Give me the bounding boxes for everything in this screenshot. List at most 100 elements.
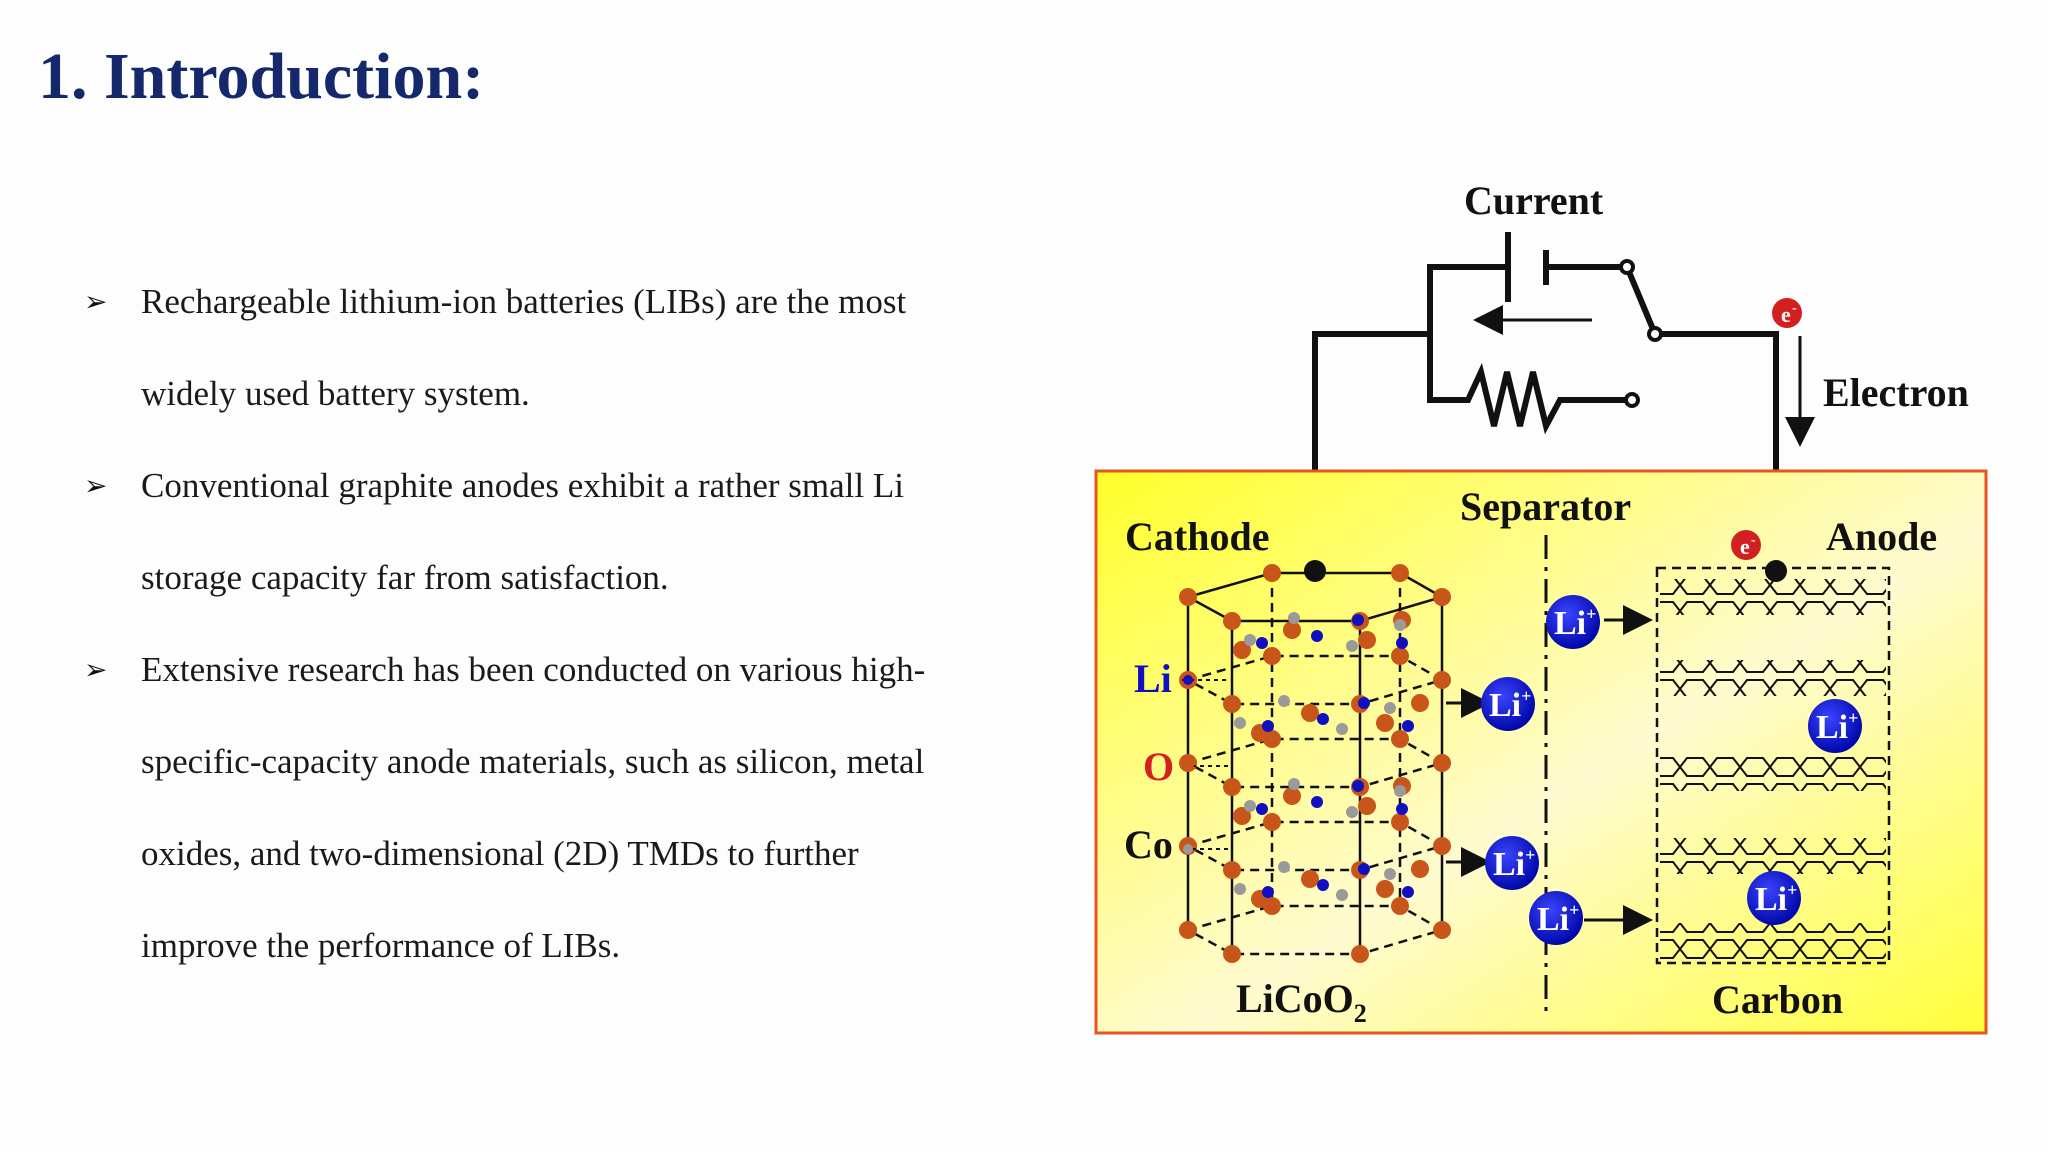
- bullet-text: Rechargeable lithium-ion batteries (LIBs…: [141, 282, 907, 413]
- lithium-atom: [1402, 720, 1414, 732]
- lithium-ion-icon: Li+: [1546, 595, 1600, 649]
- oxygen-atom: [1433, 588, 1451, 606]
- anode-label: Anode: [1826, 514, 1937, 559]
- oxygen-atom: [1263, 813, 1281, 831]
- bullet-text: Extensive research has been conducted on…: [141, 650, 926, 965]
- svg-text:e: e: [1781, 302, 1791, 327]
- cobalt-atom: [1234, 717, 1246, 729]
- licoo2-lattice: [1179, 564, 1451, 963]
- lithium-atom: [1396, 803, 1408, 815]
- oxygen-atom: [1351, 945, 1369, 963]
- oxygen-atom: [1223, 612, 1241, 630]
- oxygen-atom: [1433, 837, 1451, 855]
- anode-terminal: [1765, 560, 1787, 582]
- oxygen-atom: [1223, 861, 1241, 879]
- lithium-ion-icon: Li+: [1747, 871, 1801, 925]
- oxygen-atom: [1283, 621, 1301, 639]
- bullet-list: ➢ Rechargeable lithium-ion batteries (LI…: [84, 256, 964, 992]
- graphite-layer: [1660, 579, 1886, 615]
- oxygen-legend-label: O: [1143, 744, 1174, 789]
- cobalt-atom: [1394, 619, 1406, 631]
- cobalt-atom: [1346, 640, 1358, 652]
- oxygen-atom: [1223, 778, 1241, 796]
- lithium-ion-icon: Li+: [1808, 699, 1862, 753]
- lithium-atoms: [1256, 614, 1414, 898]
- cobalt-atom: [1394, 785, 1406, 797]
- lithium-atom: [1262, 720, 1274, 732]
- oxygen-atom: [1263, 730, 1281, 748]
- anode-material-label: Carbon: [1712, 977, 1843, 1022]
- svg-text:Li+: Li+: [1554, 604, 1596, 642]
- graphite-layer: [1660, 838, 1886, 874]
- oxygen-atom: [1301, 704, 1319, 722]
- oxygen-atom: [1433, 671, 1451, 689]
- oxygen-atom: [1411, 694, 1429, 712]
- cobalt-legend-label: Co: [1124, 822, 1173, 867]
- svg-text:Li+: Li+: [1493, 845, 1535, 883]
- switch-contacts: [1619, 259, 1663, 408]
- lithium-ion-icon: Li+: [1529, 891, 1583, 945]
- electron-icon: e -: [1731, 530, 1761, 560]
- cobalt-atom: [1278, 861, 1290, 873]
- oxygen-atom: [1433, 921, 1451, 939]
- current-label: Current: [1464, 178, 1604, 223]
- oxygen-atom: [1391, 897, 1409, 915]
- electron-label: Electron: [1823, 370, 1969, 415]
- bullet-text: Conventional graphite anodes exhibit a r…: [141, 466, 904, 597]
- svg-text:e: e: [1740, 534, 1750, 559]
- electron-icon: e -: [1772, 298, 1802, 328]
- oxygen-atom: [1391, 647, 1409, 665]
- oxygen-atom: [1179, 588, 1197, 606]
- lithium-atom: [1262, 886, 1274, 898]
- svg-text:Li+: Li+: [1755, 880, 1797, 918]
- svg-text:Li+: Li+: [1537, 900, 1579, 938]
- cobalt-atom: [1384, 702, 1396, 714]
- bullet-item: ➢ Extensive research has been conducted …: [84, 624, 964, 992]
- oxygen-atom: [1358, 631, 1376, 649]
- oxygen-atom: [1263, 647, 1281, 665]
- cobalt-atom: [1288, 612, 1300, 624]
- oxygen-atom: [1391, 813, 1409, 831]
- arrow-bullet-icon: ➢: [84, 469, 108, 502]
- oxygen-atom: [1233, 807, 1251, 825]
- cobalt-atom: [1346, 806, 1358, 818]
- lithium-atom: [1402, 886, 1414, 898]
- bullet-item: ➢ Rechargeable lithium-ion batteries (LI…: [84, 256, 964, 440]
- oxygen-atom: [1391, 564, 1409, 582]
- oxygen-atom: [1376, 714, 1394, 732]
- arrow-bullet-icon: ➢: [84, 653, 108, 686]
- cobalt-atom: [1288, 778, 1300, 790]
- oxygen-atom: [1376, 880, 1394, 898]
- lithium-atom: [1358, 697, 1370, 709]
- cobalt-atom: [1336, 723, 1348, 735]
- svg-text:Li+: Li+: [1816, 708, 1858, 746]
- oxygen-atom: [1263, 564, 1281, 582]
- lithium-atom: [1396, 637, 1408, 649]
- graphite-anode: [1655, 566, 1891, 965]
- oxygen-atom: [1233, 641, 1251, 659]
- lithium-atom: [1256, 803, 1268, 815]
- lithium-atom: [1311, 796, 1323, 808]
- lithium-atom: [1311, 630, 1323, 642]
- oxygen-atom: [1433, 754, 1451, 772]
- lithium-ion-icon: Li+: [1485, 836, 1539, 890]
- cobalt-atom: [1234, 883, 1246, 895]
- oxygen-atom: [1263, 897, 1281, 915]
- oxygen-atom: [1223, 695, 1241, 713]
- oxygen-atom: [1358, 797, 1376, 815]
- cathode-material-label: LiCoO2: [1236, 976, 1367, 1028]
- cobalt-atom: [1384, 868, 1396, 880]
- atom-legend: Li O Co: [1124, 656, 1228, 867]
- svg-text:-: -: [1751, 533, 1756, 548]
- lithium-atom: [1317, 713, 1329, 725]
- lithium-ion-icon: Li+: [1481, 677, 1535, 731]
- oxygen-atom: [1391, 730, 1409, 748]
- graphite-layer: [1660, 923, 1886, 959]
- cathode-terminal: [1304, 560, 1326, 582]
- lithium-atom: [1352, 780, 1364, 792]
- cobalt-atoms: [1234, 612, 1406, 901]
- oxygen-atom: [1283, 787, 1301, 805]
- arrow-bullet-icon: ➢: [84, 285, 108, 318]
- ion-migration-arrows: [1446, 605, 1653, 935]
